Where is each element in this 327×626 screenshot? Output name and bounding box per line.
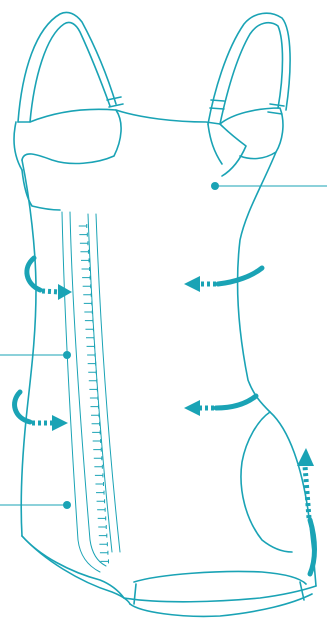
hook-stitch bbox=[80, 249, 89, 254]
body-outline bbox=[20, 151, 317, 587]
hook-stitch bbox=[82, 275, 91, 280]
right-strap bbox=[207, 12, 291, 125]
hook-stitch bbox=[96, 490, 105, 495]
leg-opening bbox=[21, 535, 317, 618]
hook-stitch bbox=[85, 327, 94, 332]
hook-stitch bbox=[83, 292, 92, 297]
bust-cups bbox=[13, 107, 284, 177]
strap-sliders bbox=[106, 96, 285, 115]
hook-stitch bbox=[78, 224, 88, 228]
hook-stitch bbox=[86, 335, 95, 340]
hook-stitch bbox=[97, 516, 107, 521]
hook-stitch bbox=[81, 267, 91, 271]
hook-stitch bbox=[81, 258, 90, 263]
hook-stitch bbox=[84, 318, 94, 323]
hook-stitch bbox=[83, 301, 93, 306]
hook-stitch bbox=[82, 284, 92, 289]
right-hip-arrow bbox=[184, 393, 259, 416]
hip-callout bbox=[0, 501, 71, 509]
hook-stitch bbox=[79, 232, 88, 237]
hook-stitch bbox=[88, 378, 98, 383]
hook-stitch bbox=[87, 361, 97, 366]
hook-stitch bbox=[96, 499, 106, 504]
hook-stitch bbox=[98, 525, 107, 529]
hook-stitch bbox=[84, 310, 93, 314]
waist-callout bbox=[0, 351, 71, 359]
hook-stitch bbox=[99, 550, 109, 555]
left-strap bbox=[17, 11, 117, 123]
hook-stitch bbox=[100, 559, 109, 564]
hook-stitch bbox=[95, 482, 104, 486]
bust-callout bbox=[211, 182, 327, 190]
hook-stitch bbox=[89, 396, 99, 400]
hook-stitch bbox=[94, 473, 104, 478]
right-waist-arrow bbox=[184, 265, 265, 292]
hook-stitch bbox=[97, 507, 106, 512]
hook-stitch bbox=[92, 430, 101, 435]
hook-eye-closure bbox=[78, 224, 109, 564]
hook-stitch bbox=[86, 344, 96, 349]
hook-stitch bbox=[89, 387, 98, 392]
hook-stitch bbox=[99, 542, 108, 547]
hook-stitch bbox=[98, 533, 108, 538]
left-lower-wrap-arrow bbox=[12, 389, 68, 431]
hook-stitch bbox=[91, 413, 100, 418]
hook-stitch bbox=[90, 404, 99, 409]
seat-lift-arrow bbox=[297, 448, 317, 577]
hook-stitch bbox=[88, 370, 97, 375]
hook-stitch bbox=[94, 464, 103, 469]
hook-stitch bbox=[87, 353, 96, 357]
hook-stitch bbox=[93, 447, 102, 452]
left-upper-wrap-arrow bbox=[24, 255, 72, 300]
hook-stitch bbox=[79, 241, 89, 246]
hook-stitch bbox=[93, 456, 103, 461]
front-closure-panel bbox=[61, 211, 121, 573]
hook-stitch bbox=[92, 439, 102, 443]
hook-stitch bbox=[91, 421, 101, 426]
